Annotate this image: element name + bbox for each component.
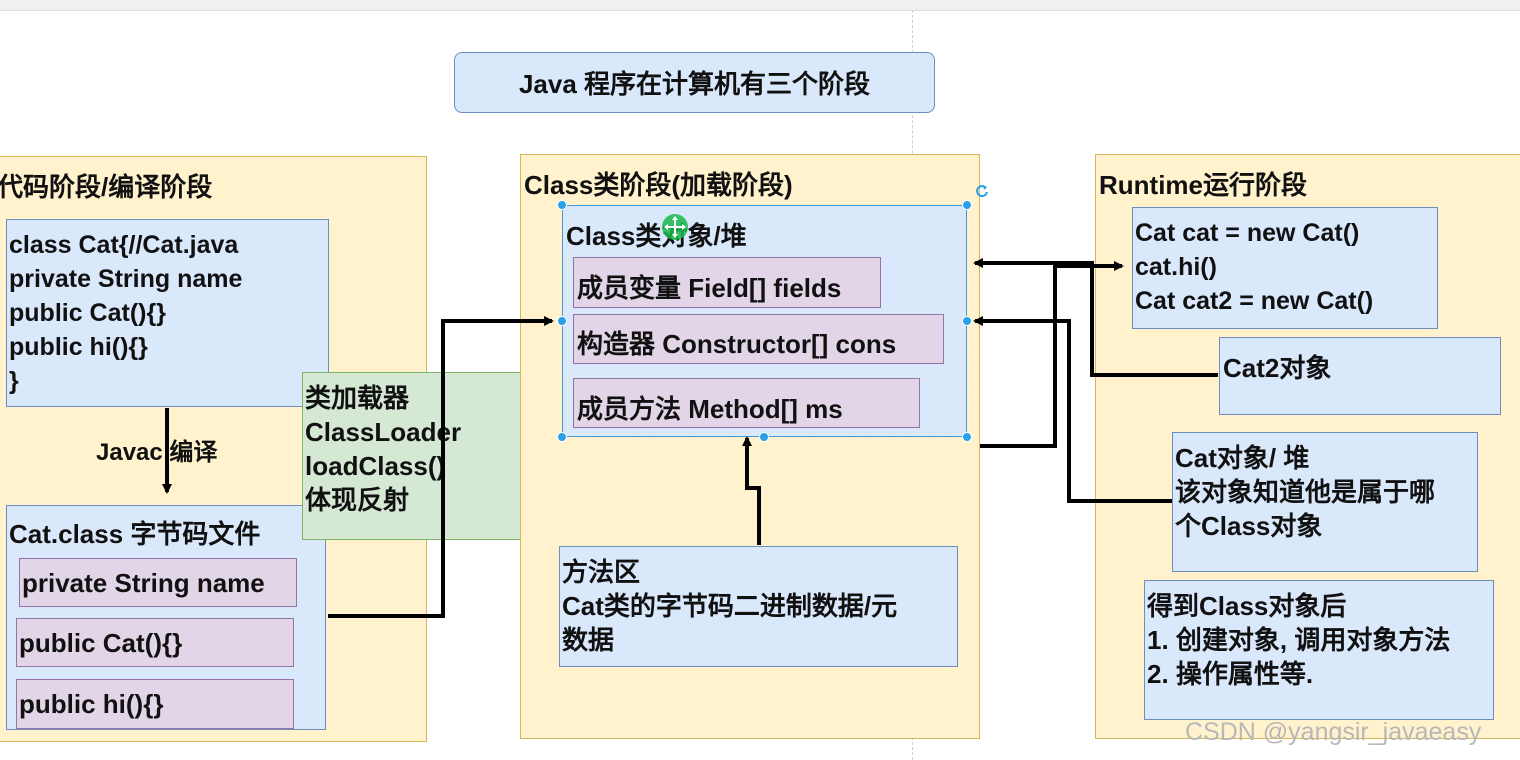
after-class-text: 得到Class对象后 1. 创建对象, 调用对象方法 2. 操作属性等.	[1147, 591, 1451, 689]
bytecode-file-title: Cat.class 字节码文件	[9, 519, 261, 549]
cat2-object-text: Cat2对象	[1223, 353, 1332, 383]
bytecode-item-field-text: private String name	[22, 568, 265, 598]
class-loader-box[interactable]: 类加载器 ClassLoader loadClass() 体现反射	[302, 372, 557, 540]
member-constructors-text: 构造器 Constructor[] cons	[577, 329, 897, 359]
compile-label: Javac 编译	[96, 439, 218, 466]
cat2-object-box[interactable]: Cat2对象	[1219, 337, 1501, 415]
diagram-title-text: Java 程序在计算机有三个阶段	[518, 69, 871, 99]
resize-handle-top-right[interactable]	[962, 200, 972, 210]
cat-object-box[interactable]: Cat对象/ 堆 该对象知道他是属于哪 个Class对象	[1172, 432, 1478, 572]
member-fields-box[interactable]: 成员变量 Field[] fields	[573, 257, 881, 308]
cat-object-text: Cat对象/ 堆 该对象知道他是属于哪 个Class对象	[1175, 443, 1436, 541]
runtime-code-text: Cat cat = new Cat() cat.hi() Cat cat2 = …	[1135, 219, 1374, 315]
class-stage-heading: Class类阶段(加载阶段)	[524, 170, 793, 200]
runtime-arrow[interactable]	[980, 261, 1124, 448]
method-area-box[interactable]: 方法区 Cat类的字节码二进制数据/元 数据	[559, 546, 958, 667]
member-methods-box[interactable]: 成员方法 Method[] ms	[573, 378, 920, 428]
bytecode-item-constructor[interactable]: public Cat(){}	[16, 618, 294, 667]
cat2-reference-arrow[interactable]	[973, 258, 1218, 377]
bytecode-item-constructor-text: public Cat(){}	[19, 628, 183, 658]
watermark: CSDN @yangsir_javaeasy	[1185, 718, 1482, 746]
source-stage-heading: 代码阶段/编译阶段	[0, 172, 213, 202]
resize-handle-left[interactable]	[557, 316, 567, 326]
cat-reference-arrow[interactable]	[973, 316, 1172, 503]
load-arrow[interactable]	[328, 316, 554, 618]
rotate-icon[interactable]	[975, 184, 989, 198]
member-fields-text: 成员变量 Field[] fields	[577, 273, 842, 303]
class-object-title: Class类对象/堆	[566, 221, 747, 251]
runtime-code-box[interactable]: Cat cat = new Cat() cat.hi() Cat cat2 = …	[1132, 207, 1438, 329]
resize-handle-bottom[interactable]	[759, 432, 769, 442]
resize-handle-top-left[interactable]	[557, 200, 567, 210]
resize-handle-bottom-left[interactable]	[557, 432, 567, 442]
class-loader-text: 类加载器 ClassLoader loadClass() 体现反射	[305, 383, 462, 515]
resize-handle-bottom-right[interactable]	[962, 432, 972, 442]
editor-top-bar	[0, 0, 1520, 11]
bytecode-item-field[interactable]: private String name	[19, 558, 297, 607]
method-area-text: 方法区 Cat类的字节码二进制数据/元 数据	[562, 557, 898, 655]
bytecode-item-method[interactable]: public hi(){}	[16, 679, 294, 729]
runtime-stage-heading: Runtime运行阶段	[1099, 170, 1308, 200]
source-code-box[interactable]: class Cat{//Cat.java private String name…	[6, 219, 329, 407]
diagram-title[interactable]: Java 程序在计算机有三个阶段	[454, 52, 935, 113]
method-area-arrow[interactable]	[742, 436, 761, 545]
member-constructors-box[interactable]: 构造器 Constructor[] cons	[573, 314, 944, 364]
move-cursor-icon	[662, 214, 688, 240]
member-methods-text: 成员方法 Method[] ms	[577, 394, 843, 424]
resize-handle-right[interactable]	[962, 316, 972, 326]
bytecode-item-method-text: public hi(){}	[19, 689, 164, 719]
after-class-box[interactable]: 得到Class对象后 1. 创建对象, 调用对象方法 2. 操作属性等.	[1144, 580, 1494, 720]
source-code-text: class Cat{//Cat.java private String name…	[9, 231, 243, 395]
